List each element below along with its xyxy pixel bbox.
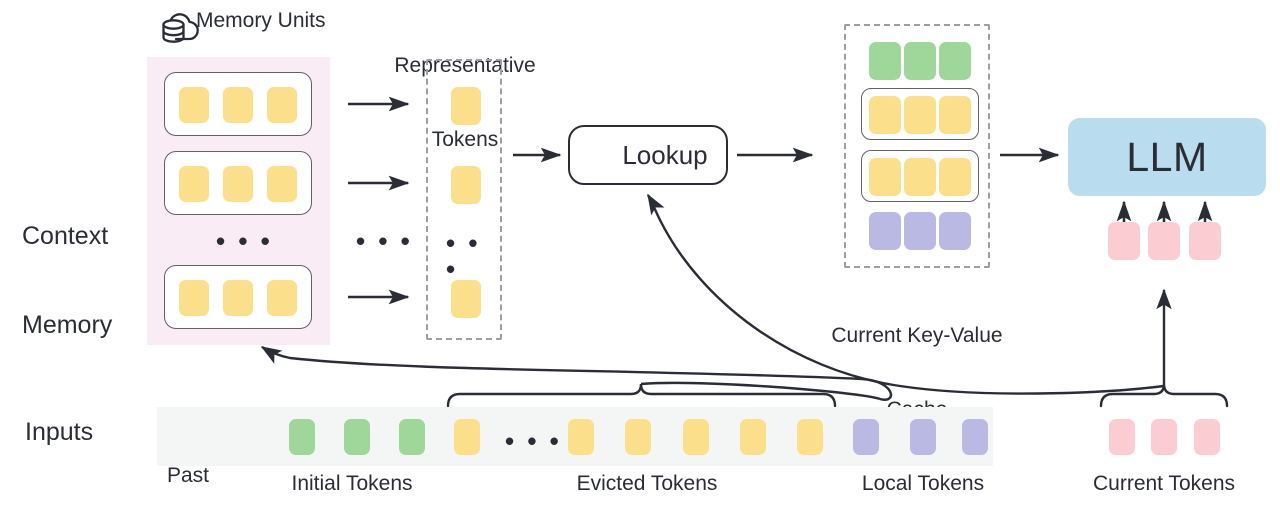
- memory-unit-n[interactable]: [164, 265, 312, 329]
- cache-retrieved-unit-2: [861, 150, 979, 202]
- memory-unit-2[interactable]: [164, 151, 312, 215]
- llm-input-token-3: [1189, 222, 1221, 260]
- input-token-current-3: [1194, 419, 1220, 455]
- input-token-evicted-4: [683, 419, 709, 455]
- token: [267, 166, 297, 202]
- input-token-current-1: [1109, 419, 1135, 455]
- input-token-initial-2: [344, 419, 370, 455]
- token: [179, 166, 209, 202]
- representative-tokens-ellipsis: • • •: [446, 228, 481, 284]
- brace-evicted-tokens: [446, 383, 837, 408]
- input-token-evicted-6: [797, 419, 823, 455]
- llm-input-token-1: [1108, 222, 1140, 260]
- cache-token-purple: [904, 212, 936, 250]
- cache-token-yellow: [904, 96, 936, 134]
- input-token-evicted-5: [740, 419, 766, 455]
- input-token-current-2: [1151, 419, 1177, 455]
- cache-token-green: [904, 42, 936, 80]
- cache-token-yellow: [939, 96, 971, 134]
- memory-unit-1[interactable]: [164, 72, 312, 136]
- input-token-local-3: [962, 419, 988, 455]
- current-kv-cache-box: [844, 24, 990, 268]
- memory-units-label: Memory Units: [196, 9, 326, 32]
- llm-label: LLM: [1126, 133, 1208, 180]
- initial-tokens-caption: Initial Tokens: [291, 472, 413, 495]
- token: [223, 166, 253, 202]
- representative-token-n: [451, 280, 481, 318]
- cache-token-purple: [869, 212, 901, 250]
- input-token-evicted-1: [454, 419, 480, 455]
- input-token-initial-3: [399, 419, 425, 455]
- token: [267, 87, 297, 123]
- cache-token-purple: [939, 212, 971, 250]
- current-tokens-caption: Current Tokens: [1092, 472, 1236, 495]
- token: [179, 87, 209, 123]
- evicted-tokens-caption: Evicted Tokens: [576, 472, 718, 495]
- inputs-label: Inputs: [25, 418, 94, 446]
- input-token-initial-1: [289, 419, 315, 455]
- token: [223, 280, 253, 316]
- cache-token-yellow: [939, 158, 971, 196]
- local-tokens-caption: Local Tokens: [861, 472, 985, 495]
- cache-token-green: [939, 42, 971, 80]
- past-key-value-label: Past Key-Value: [167, 463, 210, 487]
- cache-token-yellow: [869, 158, 901, 196]
- cache-token-yellow: [869, 96, 901, 134]
- lookup-label: Lookup: [622, 139, 708, 170]
- unit-arrows-ellipsis: • • •: [356, 226, 413, 256]
- llm-box[interactable]: LLM: [1068, 118, 1266, 196]
- input-token-local-1: [853, 419, 879, 455]
- memory-units-ellipsis: • • •: [216, 226, 273, 256]
- brace-current-tokens: [1099, 383, 1229, 408]
- token: [223, 87, 253, 123]
- llm-input-token-2: [1148, 222, 1180, 260]
- input-token-evicted-2: [568, 419, 594, 455]
- token: [179, 280, 209, 316]
- cache-token-green: [869, 42, 901, 80]
- representative-token-2: [451, 166, 481, 204]
- cloud-database-icon: [162, 13, 199, 43]
- context-memory-label: Context Memory: [22, 222, 113, 339]
- representative-tokens-box: • • •: [426, 59, 502, 340]
- cache-retrieved-unit-1: [861, 88, 979, 140]
- input-token-local-2: [910, 419, 936, 455]
- input-token-evicted-3: [625, 419, 651, 455]
- lookup-button[interactable]: Lookup: [568, 125, 728, 185]
- arrow-evicted-to-context-memory-tail: [260, 345, 892, 401]
- token: [267, 280, 297, 316]
- input-sequence-ellipsis: • • •: [505, 426, 562, 456]
- cache-token-yellow: [904, 158, 936, 196]
- representative-token-1: [451, 87, 481, 125]
